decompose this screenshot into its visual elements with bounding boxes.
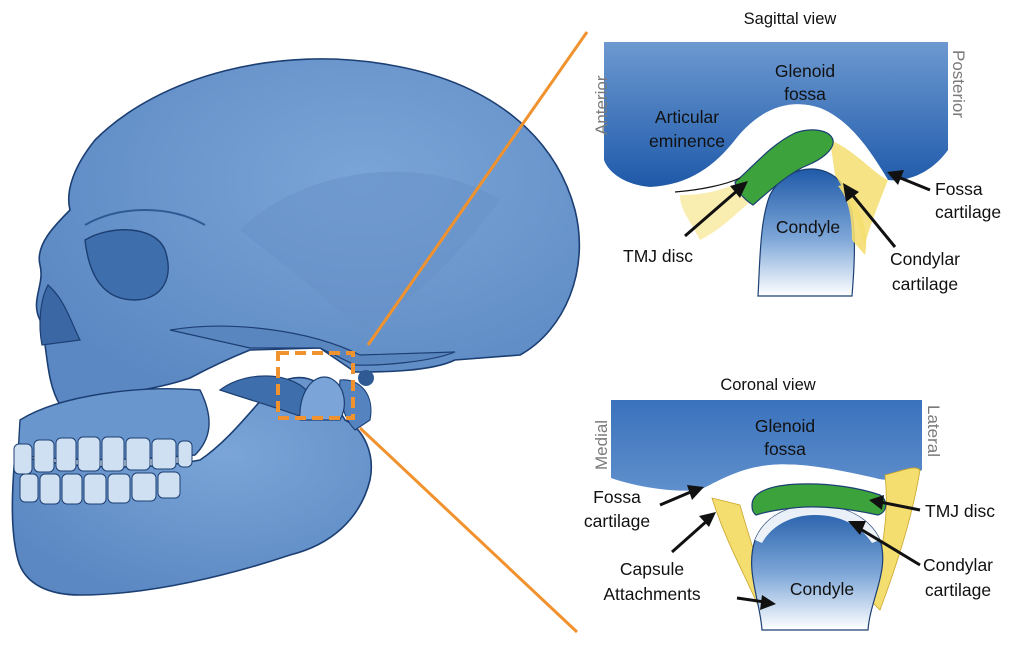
- coronal-label-capsule-2: Attachments: [603, 584, 701, 604]
- zoom-line-lower: [360, 428, 577, 632]
- sagittal-label-glenoid-2: fossa: [784, 84, 826, 104]
- upper-teeth: [14, 437, 192, 474]
- sagittal-label-fossa-cart-1: Fossa: [935, 179, 983, 199]
- coronal-label-tmj-disc: TMJ disc: [925, 501, 995, 521]
- coronal-label-condylar-cart-1: Condylar: [923, 555, 993, 575]
- coronal-label-condyle: Condyle: [790, 579, 854, 599]
- sagittal-label-eminence-2: eminence: [649, 131, 725, 151]
- coronal-view: Coronal view Medial Lateral Glenoid foss…: [584, 376, 995, 630]
- coronal-label-condylar-cart-2: cartilage: [925, 580, 991, 600]
- sagittal-label-condylar-cart-2: cartilage: [892, 274, 958, 294]
- coronal-label-fossa-cart-1: Fossa: [593, 487, 641, 507]
- coronal-label-glenoid-2: fossa: [764, 439, 806, 459]
- coronal-label-fossa-cart-2: cartilage: [584, 511, 650, 531]
- sagittal-view: Sagittal view Anterior Posterior Glenoid…: [592, 10, 1001, 296]
- coronal-label-capsule-1: Capsule: [620, 559, 684, 579]
- label-anterior: Anterior: [592, 75, 611, 135]
- skull-illustration: [12, 59, 579, 595]
- sagittal-label-eminence-1: Articular: [655, 107, 719, 127]
- coronal-title: Coronal view: [720, 376, 815, 394]
- label-posterior: Posterior: [949, 50, 968, 118]
- sagittal-label-fossa-cart-2: cartilage: [935, 202, 1001, 222]
- sagittal-label-tmj-disc: TMJ disc: [623, 246, 693, 266]
- sagittal-label-glenoid-1: Glenoid: [775, 61, 835, 81]
- ear-canal: [358, 370, 374, 386]
- sagittal-title: Sagittal view: [744, 10, 837, 28]
- coronal-label-glenoid-1: Glenoid: [755, 416, 815, 436]
- sagittal-label-condyle: Condyle: [776, 217, 840, 237]
- label-medial: Medial: [592, 420, 611, 470]
- sagittal-label-condylar-cart-1: Condylar: [890, 249, 960, 269]
- label-lateral: Lateral: [924, 405, 943, 457]
